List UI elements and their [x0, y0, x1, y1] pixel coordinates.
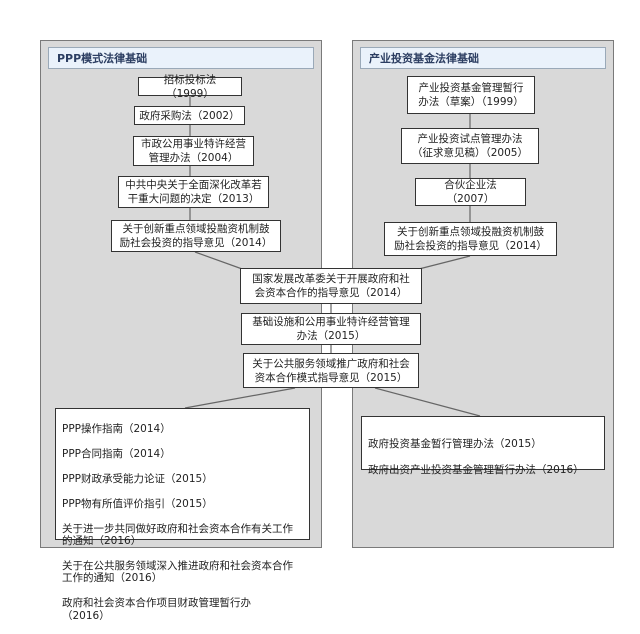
list-item: PPP财政承受能力论证（2015）	[62, 473, 213, 486]
connector-lines	[184, 96, 481, 417]
law-box-deepening-reform: 中共中央关于全面深化改革若 干重大问题的决定（2013）	[118, 176, 269, 208]
right-panel-title: 产业投资基金法律基础	[360, 47, 606, 69]
center-box-infrastructure-franchise: 基础设施和公用事业特许经营管理 办法（2015）	[241, 313, 421, 345]
law-box-municipal-franchise: 市政公用事业特许经营 管理办法（2004）	[133, 136, 254, 166]
right-fund-list: 政府投资基金暂行管理办法（2015） 政府出资产业投资基金管理暂行办法（2016…	[361, 416, 605, 476]
left-guidance-list: PPP操作指南（2014） PPP合同指南（2014） PPP财政承受能力论证（…	[55, 408, 310, 622]
left-panel-title: PPP模式法律基础	[48, 47, 314, 69]
law-box-investment-mechanism-left: 关于创新重点领域投融资机制鼓 励社会投资的指导意见（2014）	[111, 220, 281, 252]
law-box-investment-mechanism-right: 关于创新重点领域投融资机制鼓 励社会投资的指导意见（2014）	[384, 222, 557, 256]
law-box-industry-fund-draft: 产业投资基金管理暂行 办法（草案）（1999）	[407, 76, 535, 114]
law-box-bidding: 招标投标法（1999）	[138, 74, 242, 100]
center-box-ndrc-guidance: 国家发展改革委关于开展政府和社 会资本合作的指导意见（2014）	[240, 268, 422, 304]
list-item: 政府出资产业投资基金管理暂行办法（2016）	[368, 464, 584, 476]
list-item: 关于在公共服务领域深入推进政府和社会资本合作 工作的通知（2016）	[62, 559, 293, 585]
center-box-public-service-ppp: 关于公共服务领域推广政府和社会 资本合作模式指导意见（2015）	[243, 353, 419, 388]
list-item: 政府投资基金暂行管理办法（2015）	[368, 438, 542, 450]
list-item: 关于进一步共同做好政府和社会资本合作有关工作 的通知（2016）	[62, 522, 293, 548]
list-item: 政府和社会资本合作项目财政管理暂行办 （2016）	[62, 597, 251, 622]
law-box-government-procurement: 政府采购法（2002）	[134, 106, 245, 125]
list-item: PPP物有所值评价指引（2015）	[62, 497, 213, 510]
list-item: PPP合同指南（2014）	[62, 448, 171, 461]
law-box-investment-pilot: 产业投资试点管理办法 （征求意见稿）（2005）	[401, 128, 539, 164]
law-box-partnership: 合伙企业法 （2007）	[415, 178, 526, 206]
list-item: PPP操作指南（2014）	[62, 423, 171, 436]
